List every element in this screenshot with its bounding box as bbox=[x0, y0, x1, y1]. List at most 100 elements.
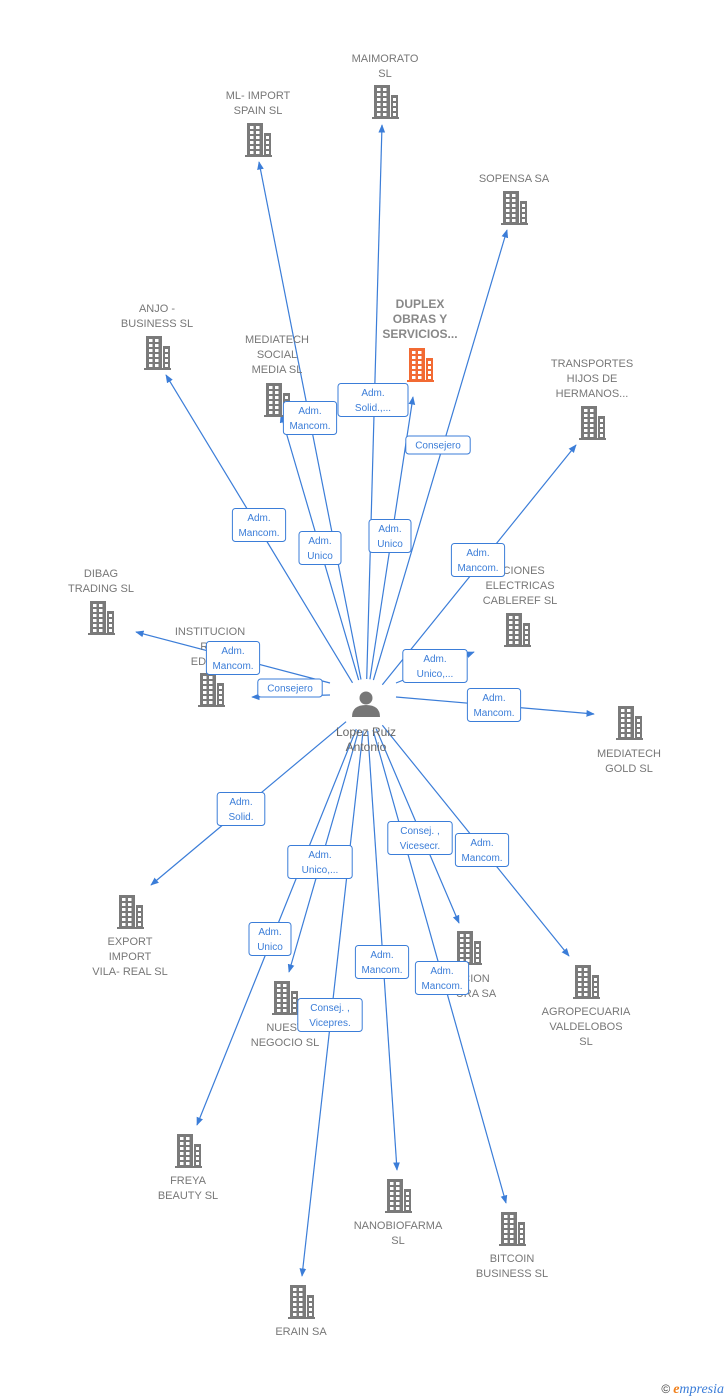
edge-label-freya: Adm.Unico bbox=[248, 922, 292, 956]
company-label-line: BEAUTY SL bbox=[158, 1190, 218, 1202]
edge-label-text: Mancom. bbox=[289, 421, 330, 432]
company-label-line: VILA- REAL SL bbox=[92, 966, 167, 978]
company-node-instalaciones[interactable]: ACIONES ELECTRICAS CABLEREF SL bbox=[483, 565, 558, 647]
edge-label-text: Consej. , bbox=[400, 826, 439, 837]
building-icon bbox=[407, 348, 434, 382]
company-label-line: ERAIN SA bbox=[275, 1326, 327, 1338]
company-label-line: NUEST bbox=[266, 1022, 304, 1034]
company-label-line: ELECTRICAS bbox=[485, 580, 554, 592]
company-label-line: VALDELOBOS bbox=[549, 1021, 622, 1033]
company-label-line: BUSINESS SL bbox=[121, 318, 193, 330]
edge-label-anjo: Adm.Mancom. bbox=[231, 508, 287, 542]
company-label-line: SL bbox=[391, 1235, 404, 1247]
edge-label-text: Adm. bbox=[378, 524, 401, 535]
building-icon bbox=[144, 336, 171, 370]
company-label-line: NEGOCIO SL bbox=[251, 1037, 319, 1049]
company-node-nanobiofarma[interactable]: NANOBIOFARMA SL bbox=[354, 1179, 443, 1247]
company-label-line: CABLEREF SL bbox=[483, 595, 558, 607]
company-node-sopensa[interactable]: SOPENSA SA bbox=[479, 173, 550, 225]
edge-label-institucion: Consejero bbox=[257, 678, 323, 698]
edge-label-text: Consej. , bbox=[310, 1003, 349, 1014]
building-icon bbox=[455, 931, 482, 965]
company-label-line: SL bbox=[378, 68, 391, 80]
edge-label-mediatech-gold: Adm.Mancom. bbox=[466, 688, 522, 722]
edge-label-maimorato: Adm. Solid.,... bbox=[337, 383, 409, 417]
edge-label-sopensa: Consejero bbox=[405, 435, 471, 455]
edge-label-export: Adm.Solid. bbox=[216, 792, 266, 826]
edge-label-text: Unico,... bbox=[302, 865, 339, 876]
edge-label-text: Adm. bbox=[466, 548, 489, 559]
company-node-freya[interactable]: FREYA BEAUTY SL bbox=[158, 1134, 218, 1202]
building-icon bbox=[288, 1285, 315, 1319]
edge-label-text: Adm. bbox=[423, 654, 446, 665]
edge-label-text: Consejero bbox=[267, 684, 313, 695]
company-label-line: FREYA bbox=[170, 1175, 207, 1187]
company-label-line: SOCIAL bbox=[257, 349, 297, 361]
company-node-export[interactable]: EXPORT IMPORT VILA- REAL SL bbox=[92, 895, 168, 978]
edge-label-instalaciones: Adm.Unico,... bbox=[402, 649, 468, 683]
edge-label-ml-import: Adm. Unico bbox=[298, 531, 342, 565]
edge-label-text: Mancom. bbox=[361, 965, 402, 976]
building-icon bbox=[504, 613, 531, 647]
person-label-line: Antonio bbox=[346, 740, 387, 754]
edge-label-text: Adm. bbox=[361, 388, 384, 399]
company-node-erain[interactable]: ERAIN SA bbox=[275, 1285, 327, 1338]
edge-label-text: Adm. bbox=[430, 966, 453, 977]
building-icon bbox=[175, 1134, 202, 1168]
company-label-line: EXPORT bbox=[107, 936, 152, 948]
company-label-line: SPAIN SL bbox=[234, 105, 283, 117]
company-label-line: DIBAG bbox=[84, 568, 118, 580]
building-icon bbox=[272, 981, 299, 1015]
edge-line-sopensa bbox=[372, 229, 509, 681]
company-node-agropecuaria[interactable]: AGROPECUARIA VALDELOBOS SL bbox=[542, 965, 631, 1048]
company-node-ml-import[interactable]: ML- IMPORT SPAIN SL bbox=[226, 90, 291, 157]
company-label-line: TRANSPORTES bbox=[551, 358, 633, 370]
edge-label-nuestro: Adm.Unico,... bbox=[287, 845, 353, 879]
edge-label-text: Adm. bbox=[247, 513, 270, 524]
company-label-line: MEDIATECH bbox=[597, 748, 661, 760]
company-label-line: SERVICIOS... bbox=[382, 327, 457, 341]
edge-label-text: Adm. bbox=[470, 838, 493, 849]
company-label-line: GOLD SL bbox=[605, 763, 653, 775]
company-label-line: SL bbox=[579, 1036, 592, 1048]
edge-label-text: Solid.,... bbox=[355, 403, 391, 414]
company-label-line: BUSINESS SL bbox=[476, 1268, 548, 1280]
company-node-maimorato[interactable]: MAIMORATO SL bbox=[352, 53, 419, 119]
edge-label-text: Mancom. bbox=[457, 563, 498, 574]
edge-label-text: Adm. bbox=[308, 536, 331, 547]
building-icon bbox=[88, 601, 115, 635]
company-label-line: ACIONES bbox=[495, 565, 545, 577]
building-icon bbox=[117, 895, 144, 929]
company-node-nuestro[interactable]: NUEST NEGOCIO SL bbox=[251, 981, 319, 1049]
edge-label-text: Adm. bbox=[370, 950, 393, 961]
edge-label-text: Unico bbox=[307, 551, 333, 562]
building-icon bbox=[499, 1212, 526, 1246]
company-label-line: IMPORT bbox=[109, 951, 152, 963]
company-label-line: AGROPECUARIA bbox=[542, 1006, 631, 1018]
edge-label-agropecuaria: Adm. Mancom. bbox=[454, 833, 510, 867]
company-label-line: ANJO - bbox=[139, 303, 175, 315]
company-label-line: ML- IMPORT bbox=[226, 90, 291, 102]
building-icon bbox=[372, 85, 399, 119]
edge-label-bitcoin: Adm.Mancom. bbox=[414, 961, 470, 995]
company-label-line: HERMANOS... bbox=[556, 388, 629, 400]
edge-label-text: Adm. bbox=[482, 693, 505, 704]
company-node-mediatech-gold[interactable]: MEDIATECH GOLD SL bbox=[597, 706, 661, 775]
building-icon bbox=[501, 191, 528, 225]
company-label-line: SOPENSA SA bbox=[479, 173, 550, 185]
company-label-line: NANOBIOFARMA bbox=[354, 1220, 443, 1232]
company-label-line: MAIMORATO bbox=[352, 53, 419, 65]
edge-label-cion: Consej. ,Vicesecr. bbox=[387, 821, 453, 855]
brand-logo: empresia bbox=[673, 1382, 724, 1397]
company-label-line: MEDIA SL bbox=[252, 364, 303, 376]
edge-label-nanobiofarma: Adm. Mancom. bbox=[354, 945, 410, 979]
edge-label-text: Mancom. bbox=[461, 853, 502, 864]
company-node-anjo[interactable]: ANJO - BUSINESS SL bbox=[121, 303, 193, 370]
